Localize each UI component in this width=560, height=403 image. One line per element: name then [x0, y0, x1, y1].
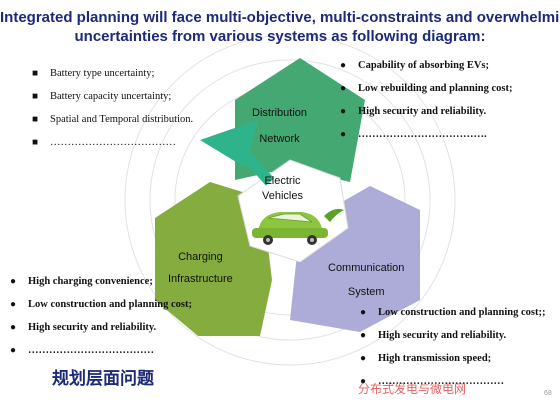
communication-label-line-2: System [347, 286, 385, 298]
footer-title: 规划层面问题 [52, 369, 154, 389]
center-label-line-2: Vehicles [262, 190, 303, 202]
page-number: 68 [544, 390, 552, 397]
list-item: ●High transmission speed; [360, 353, 492, 364]
charging-label-line-2: Infrastructure [168, 273, 233, 285]
communication-label-line-1: Communication [328, 262, 405, 274]
list-item: ●……………………………… [10, 345, 154, 356]
watermark: 分布式发电与微电网 [358, 382, 467, 396]
list-item: ●Low construction and planning cost; [10, 299, 192, 310]
list-item: ●……………………………… [360, 376, 504, 387]
distribution-network-list: ●Capability of absorbing EVs; ●Low rebui… [340, 54, 512, 146]
battery-uncertainty-list: ■Battery type uncertainty; ■Battery capa… [32, 62, 193, 154]
title-line-1: Integrated planning will face multi-obje… [0, 9, 560, 26]
title-line-2: uncertainties from various systems as fo… [74, 28, 486, 45]
communication-system-label: Communication System [328, 256, 404, 304]
distribution-label-line-2: Network [259, 133, 300, 145]
list-item: ●High security and reliability. [360, 330, 507, 341]
list-item: ■Spatial and Temporal distribution. [32, 114, 194, 125]
list-item: ●Low construction and planning cost;; [360, 307, 546, 318]
charging-infrastructure-list: ●High charging convenience; ●Low constru… [10, 270, 192, 362]
charging-label-line-1: Charging [178, 251, 223, 263]
center-label-line-1: Electric [264, 175, 301, 187]
electric-car-icon [252, 208, 344, 245]
list-item: ●High security and reliability. [340, 106, 487, 117]
charging-infrastructure-segment [155, 182, 272, 336]
electric-vehicles-label: Electric Vehicles [262, 174, 303, 204]
diagram-title: Integrated planning will face multi-obje… [0, 8, 560, 46]
distribution-label-line-1: Distribution [252, 107, 308, 119]
list-item: ●High charging convenience; [10, 276, 153, 287]
distribution-network-label: Distribution Network [252, 100, 307, 152]
distribution-network-segment [235, 58, 365, 182]
list-item: ●Capability of absorbing EVs; [340, 60, 489, 71]
list-item: ■Battery type uncertainty; [32, 68, 155, 79]
list-item: ●High security and reliability. [10, 322, 157, 333]
list-item: ■Battery capacity uncertainty; [32, 91, 172, 102]
list-item: ■……………………………… [32, 137, 176, 148]
charging-infrastructure-label: Charging Infrastructure [168, 246, 233, 290]
communication-system-list: ●Low construction and planning cost;; ●H… [360, 301, 545, 393]
list-item: ●Low rebuilding and planning cost; [340, 83, 513, 94]
uncertainty-arrow [200, 120, 275, 186]
list-item: ●………………………………. [340, 129, 487, 140]
